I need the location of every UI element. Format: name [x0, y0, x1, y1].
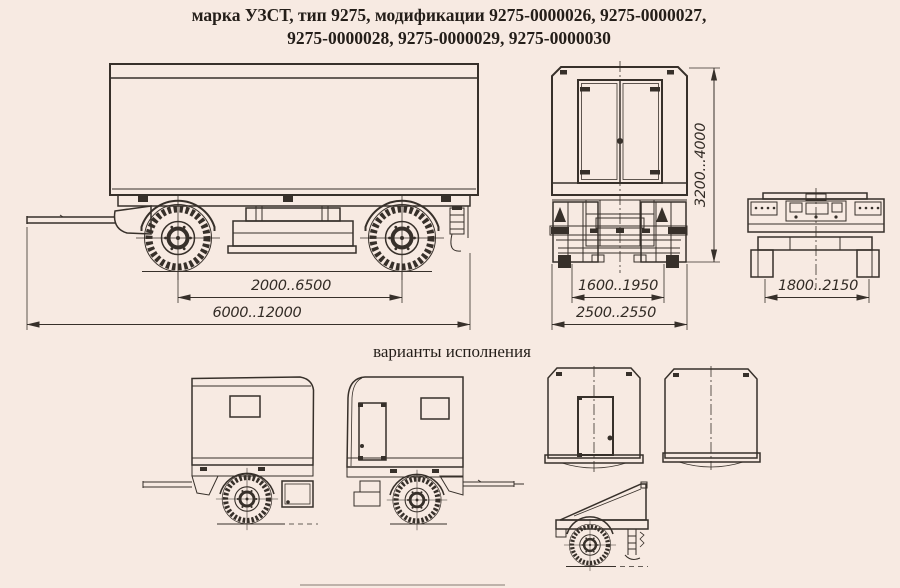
variants-section-label: варианты исполнения	[373, 342, 531, 361]
variant2-door	[358, 402, 387, 461]
left-support-leg	[750, 249, 774, 278]
variant2-body	[346, 376, 464, 468]
rear-undercarriage	[549, 199, 688, 268]
overall-length-dimension-value: 6000..12000	[213, 305, 302, 321]
front-chassis-view-drawing: 1800..2150	[747, 188, 885, 303]
variant5-support-leg	[624, 529, 645, 560]
side-view-drawing: 2000..6500 6000..12000	[26, 63, 479, 330]
van-body-rear	[551, 66, 688, 196]
drawbar	[26, 205, 152, 235]
overall-width-dimension-value: 2500..2550	[576, 305, 656, 321]
page-title-line2: 9275-0000028, 9275-0000029, 9275-0000030	[287, 28, 611, 48]
chassis-frame-side	[117, 194, 471, 207]
variant1-body	[191, 376, 315, 466]
variant1-window	[229, 395, 261, 418]
page-title-line1: марка УЗСТ, тип 9275, модификации 9275-0…	[192, 5, 707, 25]
variant-rear-panel-with-door	[544, 366, 644, 472]
variant-rear-panel-plain	[662, 366, 761, 470]
variant-van-window-left	[142, 376, 318, 530]
variant1-toolbox	[281, 480, 314, 508]
rear-view-drawing: 3200...4000 1600..1950 2500..2550	[549, 61, 720, 330]
right-support-leg	[856, 249, 880, 278]
variant-van-door-right	[346, 376, 524, 530]
wheelbase-dimension-value: 2000..6500	[251, 278, 331, 294]
underbody-equipment-box	[227, 206, 357, 254]
variant4-body	[664, 368, 758, 459]
variant2-window	[420, 397, 450, 420]
track-dimension-value: 1600..1950	[578, 278, 658, 294]
variant3-body	[547, 367, 641, 459]
height-dimension-value: 3200...4000	[693, 123, 709, 207]
variant-chassis-wedge	[555, 481, 649, 571]
variant5-fender	[566, 516, 614, 535]
rear-support-detail	[449, 206, 469, 252]
support-width-dimension-value: 1800..2150	[778, 278, 858, 294]
